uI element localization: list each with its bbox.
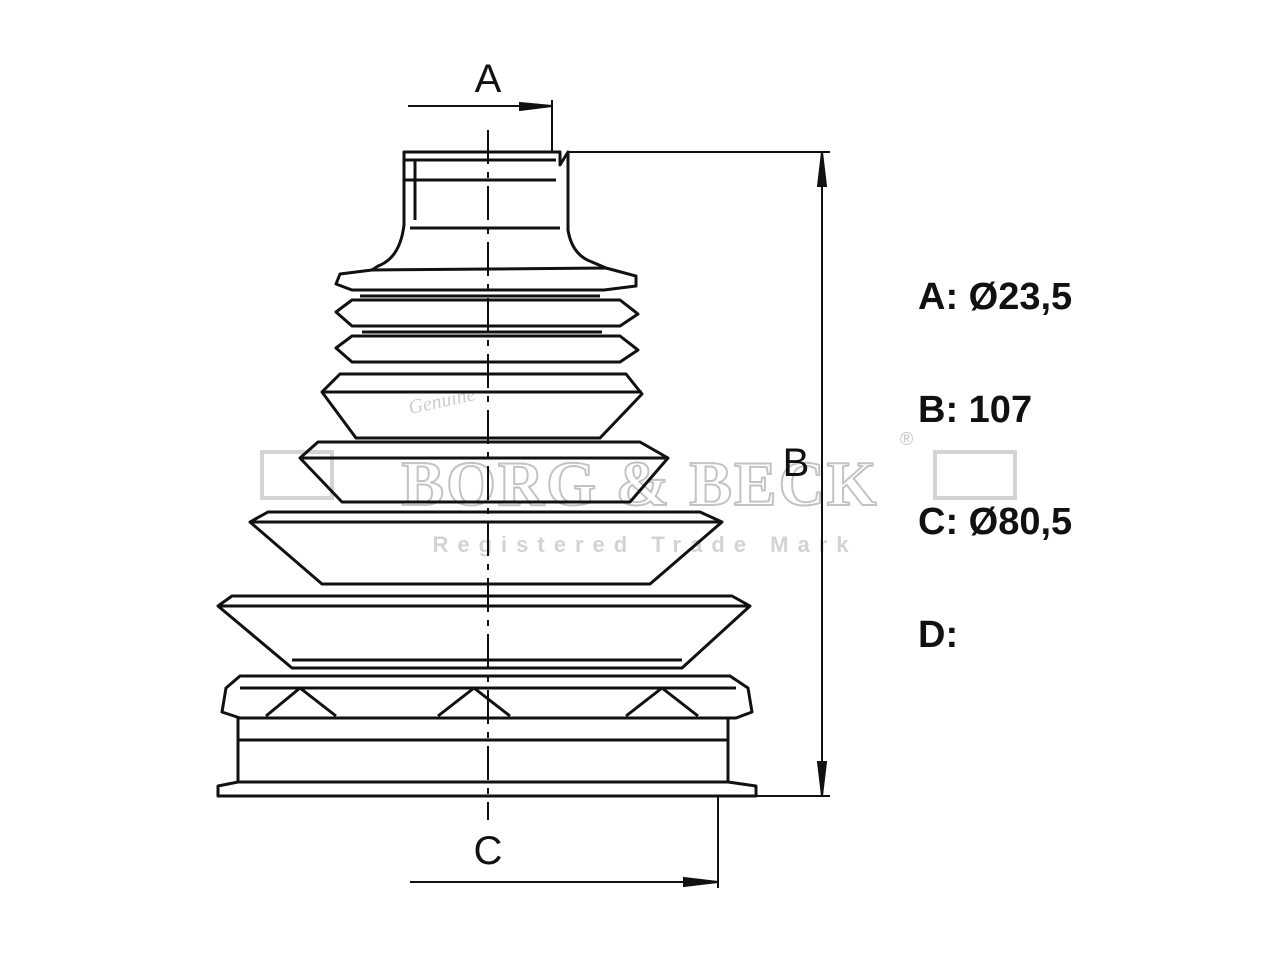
- top-collar-left: [371, 160, 406, 272]
- spec-value-b: 107: [968, 389, 1033, 431]
- dimension-b: [568, 151, 830, 797]
- base-flange: [220, 674, 754, 720]
- flange-triangles: [265, 686, 699, 718]
- boot-outline: [216, 150, 758, 798]
- dimension-a-letter: A: [475, 57, 502, 101]
- spec-row-a: A: Ø23,5: [918, 276, 1072, 319]
- convolution-3: [334, 334, 640, 364]
- watermark: BORG & BECK ® Registered Trade Mark Genu…: [260, 383, 1017, 557]
- dimension-a: [408, 100, 553, 152]
- spec-row-d: D:: [918, 614, 958, 657]
- watermark-tagline: Registered Trade Mark: [433, 532, 858, 557]
- watermark-logo-block-left: [260, 450, 334, 500]
- spec-key-a: A:: [918, 276, 959, 318]
- convolution-1: [334, 266, 638, 292]
- spec-key-c: C:: [918, 501, 959, 543]
- spec-value-a: Ø23,5: [968, 276, 1073, 318]
- watermark-logo-block-right: [933, 450, 1017, 500]
- watermark-script-word: Genuine: [406, 383, 477, 419]
- spec-key-b: B:: [918, 389, 959, 431]
- watermark-registered-mark: ®: [900, 429, 913, 449]
- spec-row-c: C: Ø80,5: [918, 501, 1072, 544]
- dimension-b-letter: B: [783, 441, 810, 485]
- spec-value-c: Ø80,5: [968, 501, 1073, 543]
- dimension-c: [410, 796, 719, 888]
- spec-key-d: D:: [918, 614, 959, 656]
- convolution-4: [320, 372, 644, 440]
- dimension-c-letter: C: [474, 829, 503, 873]
- spec-row-b: B: 107: [918, 389, 1032, 432]
- convolution-2: [334, 298, 640, 328]
- base-skirt: [216, 718, 758, 798]
- top-collar: [402, 150, 607, 270]
